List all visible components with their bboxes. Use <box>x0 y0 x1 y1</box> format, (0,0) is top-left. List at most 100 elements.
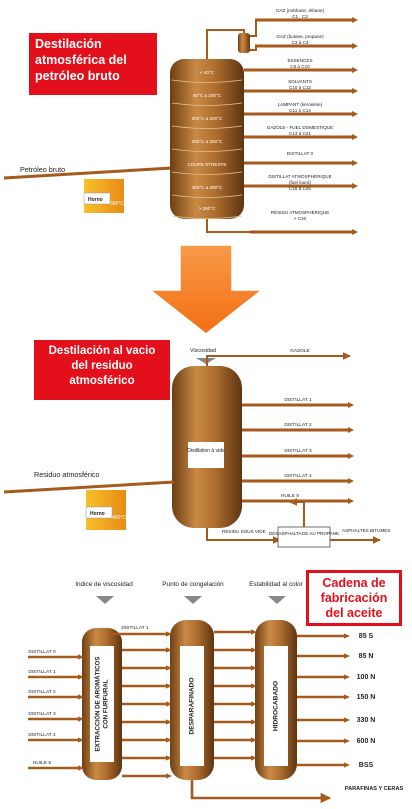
product-arrow <box>297 653 350 659</box>
product-arrow <box>297 762 350 768</box>
process-flow-arrow <box>147 244 265 335</box>
section1-atmospheric-distillation: Petróleo bruto Horno 360°C < 40°C80°C a … <box>3 8 358 235</box>
oil-input-arrow <box>28 765 84 771</box>
furfural-arrow <box>122 755 172 761</box>
column-band-label: > 380°C <box>199 206 216 211</box>
oil-input-label: DISTILLAT 4 <box>28 732 56 738</box>
oil-input-arrow <box>28 654 84 660</box>
output-sublabel: C3 à C4 <box>292 40 309 45</box>
furfural-arrow <box>122 701 172 707</box>
output-label: ESSENCES <box>287 58 312 63</box>
output-sublabel: C16 à C25 <box>289 186 311 191</box>
section2-title: Destilación al vacio del residuo atmosfé… <box>34 340 170 400</box>
distillat1-arrow <box>108 631 172 637</box>
reflux-drum <box>238 33 250 53</box>
viscosity-index-heading: Indice de viscosidad <box>75 581 133 588</box>
vacuum-output-label: DISTILLAT 3 <box>284 448 312 454</box>
dewaxing-column-label: DESPARAFINADO <box>188 677 196 735</box>
vacuum-output-arrow <box>242 478 354 484</box>
freeze-point-heading: Punto de congelación <box>162 581 224 588</box>
vacuum-output-label: GAZOLE <box>290 348 309 354</box>
column-band-label: < 40°C <box>200 70 215 75</box>
deasphalting-label: DÉSASPHALTAGE AU PROPANE <box>269 530 339 536</box>
furfural-arrow <box>122 737 172 743</box>
oil-product-label: 330 N <box>357 717 376 724</box>
oil-chain-arrows: DISTILLAT 1 <box>108 625 332 804</box>
color-stability-heading: Estabilidad al color <box>249 581 304 588</box>
dewax-arrow <box>214 629 257 635</box>
oil-chain-inputs: DISTILLAT 0 DISTILLAT 1 DISTILLAT 2 DISTILL… <box>28 649 84 771</box>
oil-input-label: DISTILLAT 3 <box>28 711 56 717</box>
output-arrow <box>244 134 358 140</box>
asphalts-label: ASPHALTES BITUMES <box>342 528 390 533</box>
dewax-arrow <box>214 683 257 689</box>
oil-product-label: 100 N <box>357 674 376 681</box>
column-band-label: 260°C a 350°C <box>192 139 223 144</box>
oil-product-label: 85 S <box>359 633 374 640</box>
vacuum-output-arrow <box>242 427 354 433</box>
column-band-label: COUPE STRESTE <box>188 162 227 167</box>
vacuum-output-label: DISTILLAT 4 <box>284 473 312 479</box>
column-band-label: 200°C a 300°C <box>192 116 223 121</box>
heading-arrow-3-icon <box>268 596 286 604</box>
output-label: DISTILLAT ATMOSPHÉRIQUE <box>268 173 331 179</box>
atmospheric-column <box>170 59 244 219</box>
output-arrow <box>244 183 358 189</box>
output-arrow <box>244 67 358 73</box>
deasphalting-box <box>277 526 331 548</box>
product-arrow <box>297 694 350 700</box>
furnace-2-temp: 400°C <box>112 515 126 521</box>
heading-arrow-1-icon <box>96 596 114 604</box>
furfural-arrow <box>122 773 172 779</box>
oil-input-label: DISTILLAT 2 <box>28 689 56 695</box>
output-sublabel: C13 à C21 <box>289 131 311 136</box>
oil-product-label: BSS <box>359 762 374 769</box>
vacuum-output-label: DISTILLAT 1 <box>284 397 312 403</box>
output-label: GAZ (butane, propane) <box>276 34 324 39</box>
output-arrow <box>244 111 358 117</box>
oil-input-arrow <box>28 737 84 743</box>
output-sublabel: C11 à C14 <box>289 108 311 113</box>
oil-input-arrow <box>28 694 84 700</box>
oil-input-label: DISTILLAT 0 <box>28 649 56 655</box>
output-arrow <box>244 160 358 166</box>
crude-input-label: Petróleo bruto <box>20 165 65 174</box>
dewax-arrow <box>214 647 257 653</box>
dewax-arrow <box>214 755 257 761</box>
furfural-arrow <box>122 665 172 671</box>
section1-title: Destilación atmosférica del petróleo bru… <box>29 33 157 95</box>
column-band-label: 350°C a 380°C <box>192 185 223 190</box>
output-label: RÉSIDU ATMOSPHÉRIQUE <box>271 209 329 215</box>
oil-input-arrow <box>28 716 84 722</box>
output-sublabel: > C20 <box>294 216 307 221</box>
section3-title: Cadena de fabricación del aceite <box>306 570 402 626</box>
output-arrow <box>255 17 358 23</box>
furfural-arrow <box>122 683 172 689</box>
output-sublabel: C5 à C10 <box>290 64 310 69</box>
dewax-arrow <box>214 737 257 743</box>
vacuum-residue-label: RÉSIDU SOUS VIDE <box>222 528 266 534</box>
furnace-1-temp: 360°C <box>110 201 124 207</box>
output-arrow <box>255 43 358 49</box>
vacuum-column-plate <box>188 442 224 468</box>
output-label: GAZOLE - FUEL DOMESTIQUE <box>267 125 333 130</box>
waxes-label: PARAFINAS Y CERAS <box>345 786 404 792</box>
output-sublabel: (fuel lourd) <box>289 180 311 185</box>
oil-input-label: DISTILLAT 1 <box>28 669 56 675</box>
vacuum-column-label: Distillation à vide <box>187 448 225 454</box>
residue-feed-line <box>3 480 175 494</box>
output-label: SOLVANTS <box>288 79 312 84</box>
output-sublabel: C1 , C2 <box>292 14 308 19</box>
oil-product-label: 150 N <box>357 694 376 701</box>
vacuum-output-arrow <box>242 453 354 459</box>
section3-oil-chain: Indice de viscosidad Punto de congelació… <box>28 581 403 804</box>
hydrocracking-column-label: HIDROCABADO <box>272 680 280 732</box>
vacuum-output-arrow <box>242 402 354 408</box>
output-arrow <box>250 229 358 235</box>
viscosity-label: Viscosidad <box>190 348 216 354</box>
